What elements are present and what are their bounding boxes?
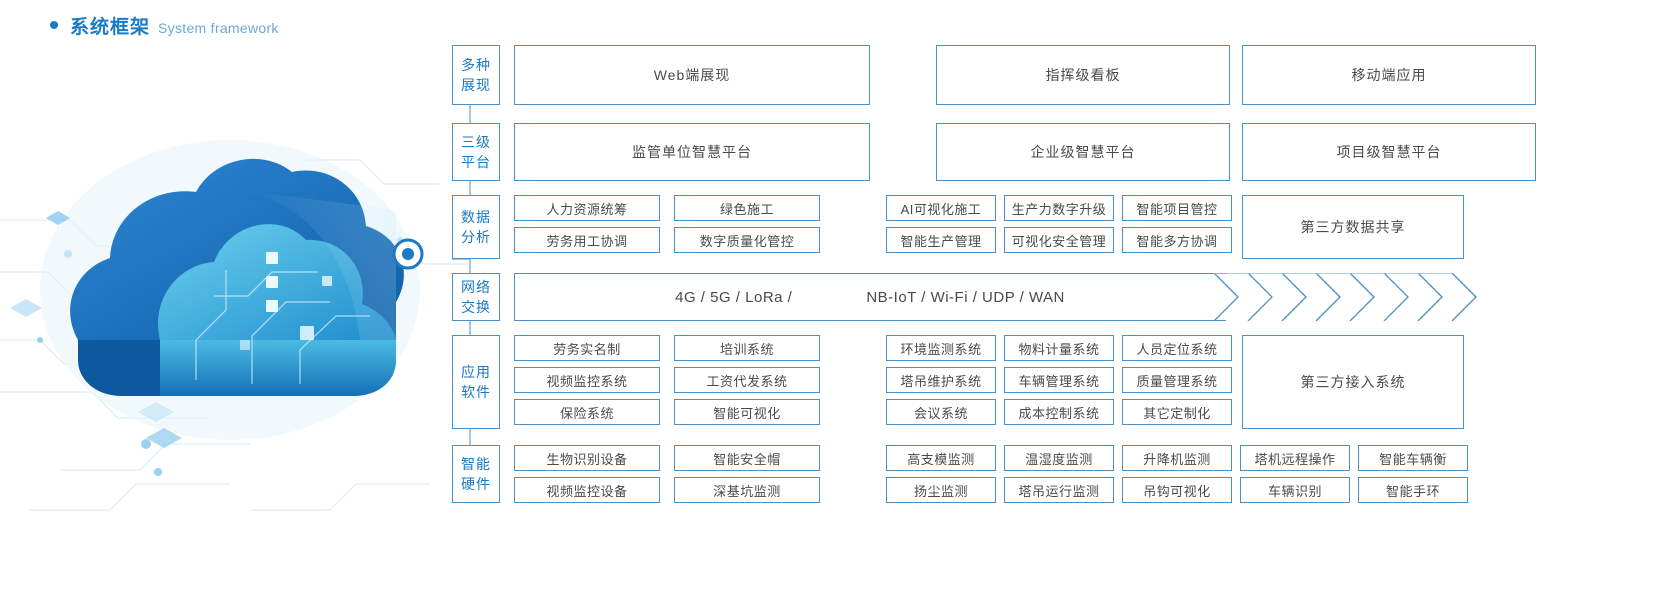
- row-tag-smart-hardware: 智能 硬件: [452, 445, 500, 503]
- row-tag-line2: 交换: [461, 299, 491, 315]
- row-tag-three-tier-platform: 三级 平台: [452, 123, 500, 181]
- chip-payroll-system[interactable]: 工资代发系统: [674, 367, 820, 393]
- chip-personnel-positioning-system[interactable]: 人员定位系统: [1122, 335, 1232, 361]
- chip-digital-quality-control[interactable]: 数字质量化管控: [674, 227, 820, 253]
- box-command-dashboard[interactable]: 指挥级看板: [936, 45, 1230, 105]
- chip-cost-control-system[interactable]: 成本控制系统: [1004, 399, 1114, 425]
- row-tag-line1: 数据: [461, 209, 491, 225]
- chip-tower-remote-operation[interactable]: 塔机远程操作: [1240, 445, 1350, 471]
- row-tag-application-software: 应用 软件: [452, 335, 500, 429]
- chip-video-surveillance-device[interactable]: 视频监控设备: [514, 477, 660, 503]
- row-tag-line1: 网络: [461, 279, 491, 295]
- chip-vehicle-management-system[interactable]: 车辆管理系统: [1004, 367, 1114, 393]
- chip-quality-management-system[interactable]: 质量管理系统: [1122, 367, 1232, 393]
- page-title-cn: 系统框架: [70, 17, 151, 38]
- row-tag-line1: 多种: [461, 57, 491, 73]
- row-tag-line1: 智能: [461, 456, 491, 472]
- chip-smart-production-mgmt[interactable]: 智能生产管理: [886, 227, 996, 253]
- chip-temp-humidity-monitoring[interactable]: 温湿度监测: [1004, 445, 1114, 471]
- row-tag-line2: 软件: [461, 384, 491, 400]
- row-three-tier-platform: 三级 平台 监管单位智慧平台 企业级智慧平台 项目级智慧平台: [452, 123, 1673, 181]
- chip-smart-multiparty-coordination[interactable]: 智能多方协调: [1122, 227, 1232, 253]
- row-presentation: 多种 展现 Web端展现 指挥级看板 移动端应用: [452, 45, 1673, 105]
- row-tag-presentation: 多种 展现: [452, 45, 500, 105]
- chip-dust-monitoring[interactable]: 扬尘监测: [886, 477, 996, 503]
- chip-ai-visual-construction[interactable]: AI可视化施工: [886, 195, 996, 221]
- box-mobile-app[interactable]: 移动端应用: [1242, 45, 1536, 105]
- row-tag-line1: 三级: [461, 134, 491, 150]
- chip-biometric-device[interactable]: 生物识别设备: [514, 445, 660, 471]
- bullet-dot: [50, 21, 58, 29]
- box-third-party-access-system[interactable]: 第三方接入系统: [1242, 335, 1464, 429]
- chip-hoist-monitoring[interactable]: 升降机监测: [1122, 445, 1232, 471]
- hardware-right-group: 塔机远程操作 智能车辆衡 车辆识别 智能手环: [1240, 445, 1468, 503]
- chip-meeting-system[interactable]: 会议系统: [886, 399, 996, 425]
- chip-tower-crane-maintenance-system[interactable]: 塔吊维护系统: [886, 367, 996, 393]
- box-enterprise-platform[interactable]: 企业级智慧平台: [936, 123, 1230, 181]
- page-title-en: System framework: [158, 20, 279, 36]
- cloud-network-illustration: [0, 40, 470, 560]
- data-analysis-left-group: 人力资源统筹 绿色施工 劳务用工协调 数字质量化管控: [514, 195, 820, 259]
- chip-hr-coordination[interactable]: 人力资源统筹: [514, 195, 660, 221]
- chip-training-system[interactable]: 培训系统: [674, 335, 820, 361]
- box-third-party-data-sharing[interactable]: 第三方数据共享: [1242, 195, 1464, 259]
- page-title: 系统框架 System framework: [50, 12, 279, 39]
- data-analysis-mid-group: AI可视化施工 生产力数字升级 智能项目管控 智能生产管理 可视化安全管理 智能…: [886, 195, 1232, 259]
- chip-video-surveillance-system[interactable]: 视频监控系统: [514, 367, 660, 393]
- chip-material-metering-system[interactable]: 物料计量系统: [1004, 335, 1114, 361]
- app-software-left-group: 劳务实名制 培训系统 视频监控系统 工资代发系统 保险系统 智能可视化: [514, 335, 820, 429]
- row-data-analysis: 数据 分析 人力资源统筹 绿色施工 劳务用工协调 数字质量化管控 AI可视化施工…: [452, 195, 1673, 259]
- row-tag-line2: 展现: [461, 77, 491, 93]
- network-exchange-band: 4G / 5G / LoRa / NB-IoT / Wi-Fi / UDP / …: [514, 273, 1673, 321]
- chip-smart-truck-scale[interactable]: 智能车辆衡: [1358, 445, 1468, 471]
- chip-other-customization[interactable]: 其它定制化: [1122, 399, 1232, 425]
- chip-smart-helmet[interactable]: 智能安全帽: [674, 445, 820, 471]
- chip-labor-real-name[interactable]: 劳务实名制: [514, 335, 660, 361]
- app-software-mid-group: 环境监测系统 物料计量系统 人员定位系统 塔吊维护系统 车辆管理系统 质量管理系…: [886, 335, 1232, 429]
- chip-labor-coordination[interactable]: 劳务用工协调: [514, 227, 660, 253]
- system-framework-diagram: 多种 展现 Web端展现 指挥级看板 移动端应用 三级 平台 监管单位智慧平台 …: [452, 45, 1673, 525]
- chip-high-formwork-monitoring[interactable]: 高支模监测: [886, 445, 996, 471]
- network-label-right: NB-IoT / Wi-Fi / UDP / WAN: [866, 288, 1065, 306]
- chip-vehicle-recognition[interactable]: 车辆识别: [1240, 477, 1350, 503]
- box-web-display[interactable]: Web端展现: [514, 45, 870, 105]
- hardware-left-group: 生物识别设备 智能安全帽 视频监控设备 深基坑监测: [514, 445, 820, 503]
- chevron-arrow-icons: [1214, 273, 1477, 321]
- chip-smart-wristband[interactable]: 智能手环: [1358, 477, 1468, 503]
- network-band-body: [514, 273, 1226, 321]
- row-network-exchange: 网络 交换 4G / 5G / LoRa / NB-IoT / Wi-Fi / …: [452, 273, 1673, 321]
- row-application-software: 应用 软件 劳务实名制 培训系统 视频监控系统 工资代发系统 保险系统 智能可视…: [452, 335, 1673, 429]
- chip-tower-crane-operation-monitoring[interactable]: 塔吊运行监测: [1004, 477, 1114, 503]
- chip-smart-project-control[interactable]: 智能项目管控: [1122, 195, 1232, 221]
- network-label-left: 4G / 5G / LoRa /: [675, 288, 793, 306]
- network-protocol-labels: 4G / 5G / LoRa / NB-IoT / Wi-Fi / UDP / …: [514, 273, 1226, 321]
- chip-green-construction[interactable]: 绿色施工: [674, 195, 820, 221]
- row-tag-line1: 应用: [461, 364, 491, 380]
- hardware-mid-group: 高支模监测 温湿度监测 升降机监测 扬尘监测 塔吊运行监测 吊钩可视化: [886, 445, 1232, 503]
- row-tag-network-exchange: 网络 交换: [452, 273, 500, 321]
- box-project-platform[interactable]: 项目级智慧平台: [1242, 123, 1536, 181]
- chip-visual-safety-mgmt[interactable]: 可视化安全管理: [1004, 227, 1114, 253]
- chip-insurance-system[interactable]: 保险系统: [514, 399, 660, 425]
- chip-smart-visualization[interactable]: 智能可视化: [674, 399, 820, 425]
- row-tag-line2: 硬件: [461, 476, 491, 492]
- box-regulator-platform[interactable]: 监管单位智慧平台: [514, 123, 870, 181]
- row-smart-hardware: 智能 硬件 生物识别设备 智能安全帽 视频监控设备 深基坑监测 高支模监测 温湿…: [452, 445, 1673, 503]
- row-tag-data-analysis: 数据 分析: [452, 195, 500, 259]
- chip-environment-monitoring-system[interactable]: 环境监测系统: [886, 335, 996, 361]
- chip-deep-foundation-monitoring[interactable]: 深基坑监测: [674, 477, 820, 503]
- chip-hook-visualization[interactable]: 吊钩可视化: [1122, 477, 1232, 503]
- row-tag-line2: 分析: [461, 229, 491, 245]
- row-tag-line2: 平台: [461, 154, 491, 170]
- chip-productivity-upgrade[interactable]: 生产力数字升级: [1004, 195, 1114, 221]
